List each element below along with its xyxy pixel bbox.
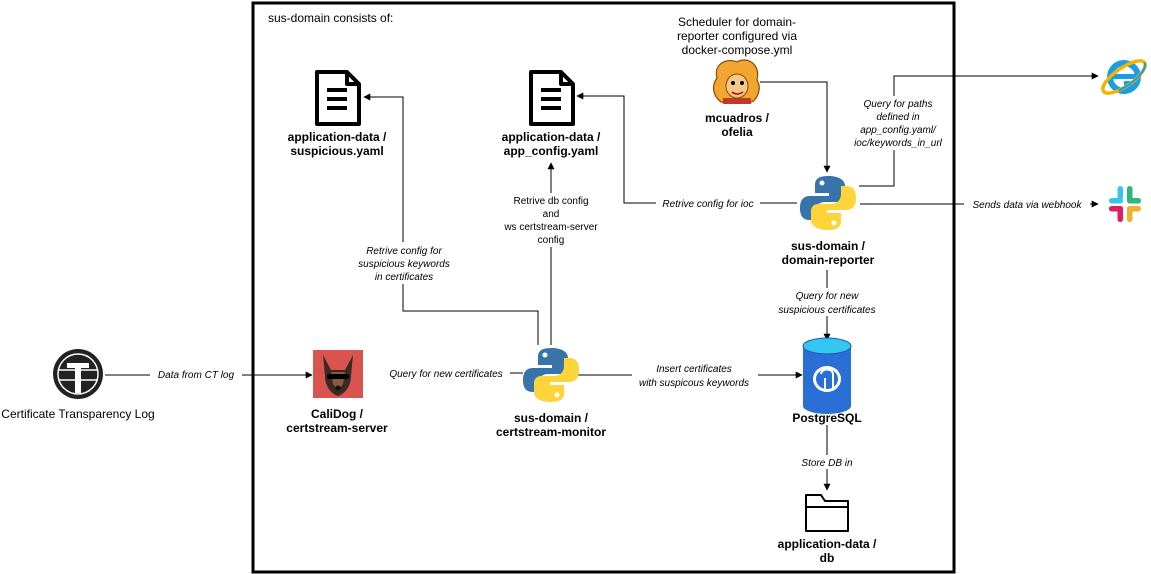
suspicious-label-2: suspicious.yaml	[290, 144, 383, 158]
sus-domain-container	[251, 1, 956, 574]
edge-label-query-paths-4: ioc/keywords_in_url	[854, 138, 943, 149]
edge-label-query-paths-2: defined in	[876, 112, 920, 123]
appconfig-label-1: application-data /	[502, 130, 601, 144]
edge-label-retrive-susp-2: suspicious keywords	[358, 259, 450, 270]
edge-label-query-paths-3: app_config.yaml/	[860, 125, 937, 136]
edge-ofelia-to-reporter	[760, 81, 831, 173]
edge-label-query-susp-2: suspicious certificates	[778, 305, 875, 316]
postgresql-database-icon	[802, 337, 852, 414]
edge-label-sends-data: Sends data via webhook	[973, 200, 1083, 211]
python-logo-icon	[800, 176, 856, 230]
calidog-label-2: certstream-server	[286, 421, 388, 435]
monitor-label-2: certstream-monitor	[496, 425, 606, 439]
edge-label-retrive-db-4: config	[538, 235, 565, 246]
reporter-label-2: domain-reporter	[782, 253, 875, 267]
ofelia-label-2: ofelia	[721, 125, 753, 139]
edge-label-query-susp-1: Query for new	[796, 291, 860, 302]
edge-label-store-db: Store DB in	[801, 458, 853, 469]
scheduler-line-2: reporter configured via	[677, 29, 797, 43]
container-title: sus-domain consists of:	[268, 11, 393, 25]
edge-label-retrive-ioc: Retrive config for ioc	[662, 199, 753, 210]
slack-icon	[1109, 186, 1141, 222]
db-label-1: application-data /	[778, 537, 877, 551]
edge-label-insert-1: Insert certificates	[656, 364, 732, 375]
ofelia-cartoon-icon	[712, 59, 760, 104]
reporter-label-1: sus-domain /	[791, 239, 866, 253]
edge-monitor-to-suspicious	[363, 93, 539, 345]
edge-label-query-new-certs: Query for new certificates	[389, 369, 502, 380]
suspicious-label-1: application-data /	[288, 130, 387, 144]
edge-label-retrive-db-3: ws certstream-server	[503, 222, 598, 233]
edge-label-query-paths-1: Query for paths	[864, 99, 933, 110]
document-icon	[315, 70, 361, 126]
scheduler-line-1: Scheduler for domain-	[678, 15, 796, 29]
edge-label-insert-2: with suspicous keywords	[639, 378, 749, 389]
document-icon	[529, 70, 575, 126]
internet-explorer-icon	[1101, 59, 1147, 95]
postgres-label: PostgreSQL	[792, 411, 861, 425]
calidog-icon	[313, 350, 363, 398]
ofelia-label-1: mcuadros /	[705, 111, 770, 125]
monitor-label-1: sus-domain /	[514, 411, 589, 425]
edge-label-ct-data: Data from CT log	[158, 370, 235, 381]
appconfig-label-2: app_config.yaml	[504, 144, 599, 158]
edge-label-retrive-susp-1: Retrive config for	[366, 246, 442, 257]
db-label-2: db	[820, 551, 835, 565]
folder-icon	[805, 494, 849, 532]
certificate-transparency-icon	[53, 349, 103, 399]
edge-label-retrive-susp-3: in certificates	[375, 272, 433, 283]
edge-label-retrive-db-2: and	[543, 209, 560, 220]
python-logo-icon	[523, 348, 579, 402]
scheduler-line-3: docker-compose.yml	[682, 43, 793, 57]
edge-label-retrive-db-1: Retrive db config	[513, 196, 588, 207]
calidog-label-1: CaliDog /	[311, 407, 364, 421]
ct-log-label: Certificate Transparency Log	[1, 407, 154, 421]
